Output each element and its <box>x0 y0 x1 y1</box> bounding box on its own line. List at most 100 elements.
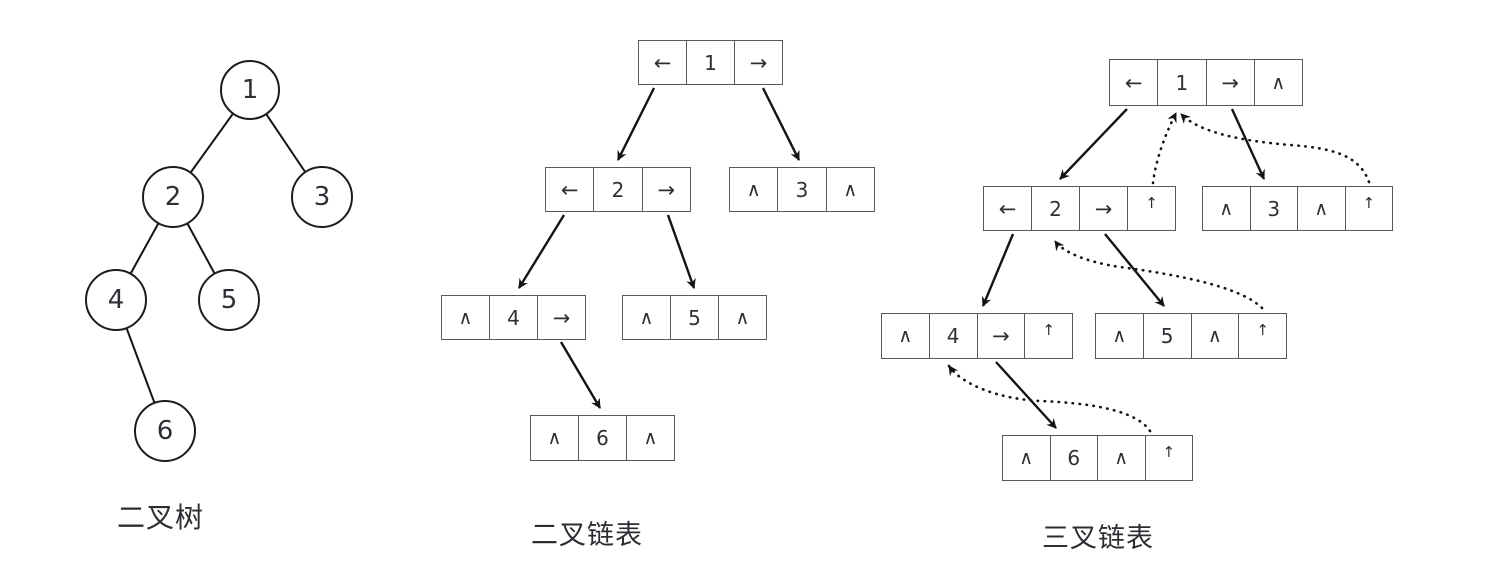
parent-pointer-icon: ↑ <box>1362 194 1376 212</box>
tree-node-circle: 3 <box>291 166 353 228</box>
caption-triple-linked-list: 三叉链表 <box>1042 523 1154 554</box>
null-pointer-icon: ∧ <box>547 427 562 449</box>
child-pointer-arrow <box>666 214 696 289</box>
value-cell: 6 <box>1049 436 1098 480</box>
null-pointer-icon: ∧ <box>746 178 761 201</box>
child-pointer-arrow <box>517 214 566 289</box>
left-child-pointer-cell: ∧ <box>623 296 670 339</box>
parent-pointer-cell: ↑ <box>1238 314 1286 358</box>
child-pointer-arrow <box>981 233 1015 307</box>
parent-pointer-icon: ↑ <box>1042 321 1055 339</box>
value-cell: 1 <box>1157 60 1205 105</box>
left-arrow-icon: ← <box>1124 70 1143 95</box>
value-cell: 1 <box>686 41 734 84</box>
tree-node-circle: 1 <box>220 60 280 120</box>
left-child-pointer-cell: ∧ <box>531 416 578 460</box>
null-pointer-icon: ∧ <box>1207 325 1222 347</box>
tree-node-circle: 6 <box>134 400 196 462</box>
left-child-pointer-cell: ← <box>546 168 593 211</box>
triple-list-node: ← 2 → ↑ <box>983 186 1176 231</box>
parent-pointer-icon: ↑ <box>1145 194 1158 212</box>
null-pointer-icon: ∧ <box>898 325 913 347</box>
tree-node-circle: 2 <box>142 166 204 228</box>
null-pointer-icon: ∧ <box>639 306 654 329</box>
right-arrow-icon: → <box>749 50 768 75</box>
null-pointer-icon: ∧ <box>1112 325 1127 347</box>
null-pointer-icon: ∧ <box>1019 447 1034 469</box>
right-arrow-icon: → <box>1094 196 1113 221</box>
child-pointer-arrow <box>995 361 1057 429</box>
value-cell: 3 <box>1249 187 1298 230</box>
left-arrow-icon: ← <box>653 50 672 75</box>
tree-node-value: 3 <box>313 182 331 212</box>
right-child-pointer-cell: ∧ <box>626 416 674 460</box>
null-pointer-icon: ∧ <box>843 178 858 201</box>
value-cell: 2 <box>593 168 641 211</box>
parent-pointer-cell: ↑ <box>1144 436 1193 480</box>
binary-list-node: ∧ 6 ∧ <box>530 415 675 461</box>
left-arrow-icon: ← <box>560 177 579 202</box>
null-pointer-icon: ∧ <box>735 306 750 329</box>
caption-binary-tree: 二叉树 <box>117 501 205 534</box>
left-child-pointer-cell: ∧ <box>1203 187 1250 230</box>
triple-list-node: ∧ 5 ∧ ↑ <box>1095 313 1287 359</box>
tree-node-circle: 5 <box>198 269 260 331</box>
right-child-pointer-cell: ∧ <box>1097 436 1145 480</box>
null-pointer-icon: ∧ <box>1219 197 1234 220</box>
binary-list-node: ∧ 5 ∧ <box>622 295 767 340</box>
child-pointer-arrow <box>761 87 801 161</box>
node-value: 2 <box>1049 196 1062 221</box>
parent-pointer-cell: ↑ <box>1344 187 1393 230</box>
value-cell: 4 <box>489 296 537 339</box>
right-child-pointer-cell: ∧ <box>718 296 766 339</box>
right-arrow-icon: → <box>657 177 676 202</box>
node-value: 3 <box>795 177 809 202</box>
child-pointer-arrows-group <box>517 87 1266 429</box>
value-cell: 6 <box>578 416 626 460</box>
parent-pointer-arrow <box>1151 111 1178 185</box>
left-child-pointer-cell: ← <box>639 41 686 84</box>
value-cell: 3 <box>777 168 825 211</box>
triple-list-node: ∧ 3 ∧ ↑ <box>1202 186 1393 231</box>
left-child-pointer-cell: ∧ <box>1003 436 1050 480</box>
right-child-pointer-cell: → <box>734 41 782 84</box>
child-pointer-arrow <box>1230 108 1266 180</box>
parent-pointer-cell: ↑ <box>1024 314 1072 358</box>
tree-node-value: 6 <box>156 416 174 446</box>
value-cell: 5 <box>1142 314 1191 358</box>
tree-node-circle: 4 <box>85 269 147 331</box>
null-pointer-icon: ∧ <box>458 306 473 329</box>
value-cell: 2 <box>1031 187 1079 230</box>
value-cell: 4 <box>928 314 977 358</box>
parent-pointer-arrows-group <box>947 111 1371 433</box>
child-pointer-arrow <box>616 87 656 161</box>
left-arrow-icon: ← <box>998 196 1017 221</box>
left-child-pointer-cell: ∧ <box>442 296 489 339</box>
tree-node-value: 2 <box>164 182 182 212</box>
right-arrow-icon: → <box>552 305 571 330</box>
null-pointer-icon: ∧ <box>1271 71 1286 94</box>
left-child-pointer-cell: ∧ <box>882 314 929 358</box>
tree-node-value: 5 <box>220 285 238 315</box>
right-child-pointer-cell: → <box>1079 187 1127 230</box>
null-pointer-icon: ∧ <box>1114 447 1129 469</box>
child-pointer-arrow <box>559 341 602 409</box>
triple-list-node: ∧4→↑ <box>881 313 1073 359</box>
node-value: 2 <box>611 177 625 202</box>
null-pointer-icon: ∧ <box>1314 197 1329 220</box>
left-child-pointer-cell: ← <box>984 187 1031 230</box>
null-pointer-icon: ∧ <box>643 427 658 449</box>
caption-binary-linked-list: 二叉链表 <box>531 520 643 551</box>
triple-list-node: ← 1 → ∧ <box>1109 59 1303 106</box>
right-child-pointer-cell: ∧ <box>1190 314 1239 358</box>
parent-pointer-cell: ↑ <box>1127 187 1175 230</box>
node-value: 3 <box>1267 196 1281 221</box>
node-value: 1 <box>1175 70 1189 95</box>
parent-pointer-arrow <box>1179 112 1371 184</box>
right-arrow-icon: → <box>1221 70 1239 95</box>
node-value: 5 <box>688 305 701 330</box>
child-pointer-arrow <box>1059 108 1128 180</box>
binary-list-node: ∧ 4 → <box>441 295 586 340</box>
